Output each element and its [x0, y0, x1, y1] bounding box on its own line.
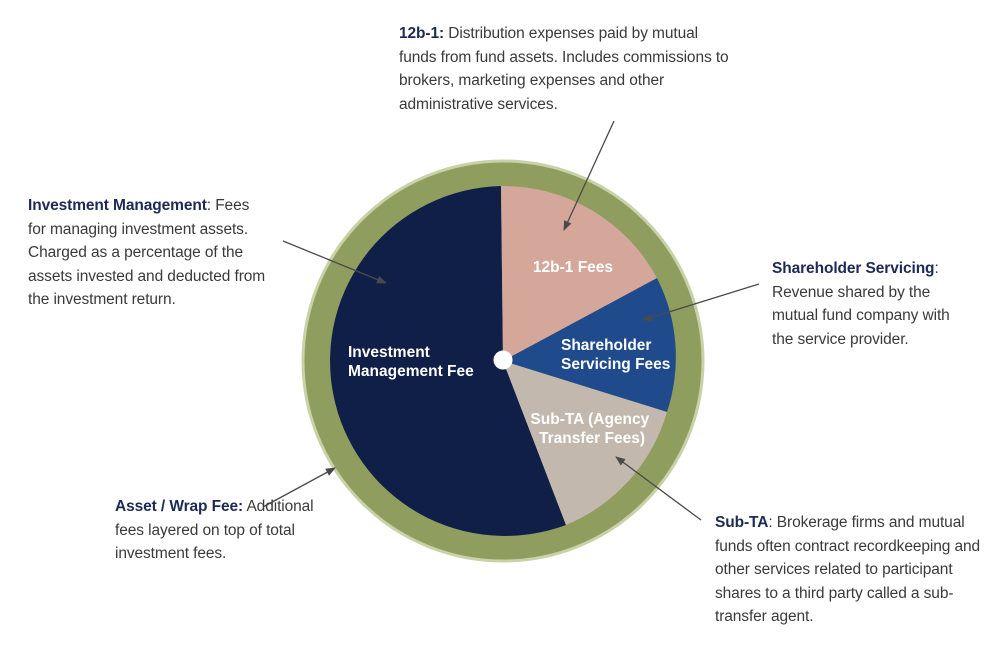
slice-label-line: Shareholder [561, 337, 651, 354]
12b1-fees-slice [501, 185, 657, 361]
note-body: : Revenue shared by the mutual fund comp… [772, 260, 950, 348]
arrow-investment [282, 240, 387, 284]
note-investment-management: Investment Management: Fees for managing… [28, 194, 268, 312]
note-body: : Fees for managing investment assets. C… [28, 197, 266, 308]
note-sub-ta: Sub-TA: Brokerage firms and mutual funds… [715, 511, 983, 629]
shareholder-servicing-slice [503, 278, 676, 412]
note-title: Sub-TA [715, 514, 769, 531]
note-title: Investment Management [28, 197, 207, 214]
note-title: Asset / Wrap Fee: [115, 498, 244, 515]
slice-label-line: Management Fee [348, 363, 474, 380]
note-12b1: 12b-1: Distribution expenses paid by mut… [399, 22, 739, 116]
arrow-12b1 [563, 120, 615, 231]
arrow-wrap [262, 467, 336, 508]
arrow-shareholder [642, 283, 760, 322]
slice-label-line: Sub-TA (Agency [530, 411, 649, 428]
slice-label-line: 12b-1 Fees [533, 259, 613, 276]
note-title: Shareholder Servicing [772, 260, 935, 277]
arrow-subta [615, 456, 702, 521]
slice-label-line: Transfer Fees) [539, 430, 645, 447]
sub-ta-slice [503, 361, 667, 525]
investment-management-label: Investment Management Fee [348, 344, 474, 380]
shareholder-servicing-label: Shareholder Servicing Fees [561, 337, 670, 373]
slice-label-line: Investment [348, 344, 430, 361]
note-title: 12b-1: [399, 25, 445, 42]
note-body: Additional fees layered on top of total … [115, 498, 314, 562]
12b1-fees-label: 12b-1 Fees [533, 259, 613, 276]
note-asset-wrap-fee: Asset / Wrap Fee: Additional fees layere… [115, 495, 320, 566]
slice-label-line: Servicing Fees [561, 356, 670, 373]
note-shareholder-servicing: Shareholder Servicing: Revenue shared by… [772, 257, 972, 351]
investment-management-slice [330, 186, 566, 536]
sub-ta-label: Sub-TA (Agency Transfer Fees) [530, 411, 653, 447]
pie-center-dot [493, 350, 513, 370]
note-body: : Brokerage firms and mutual funds often… [715, 514, 981, 625]
note-body: Distribution expenses paid by mutual fun… [399, 25, 729, 113]
